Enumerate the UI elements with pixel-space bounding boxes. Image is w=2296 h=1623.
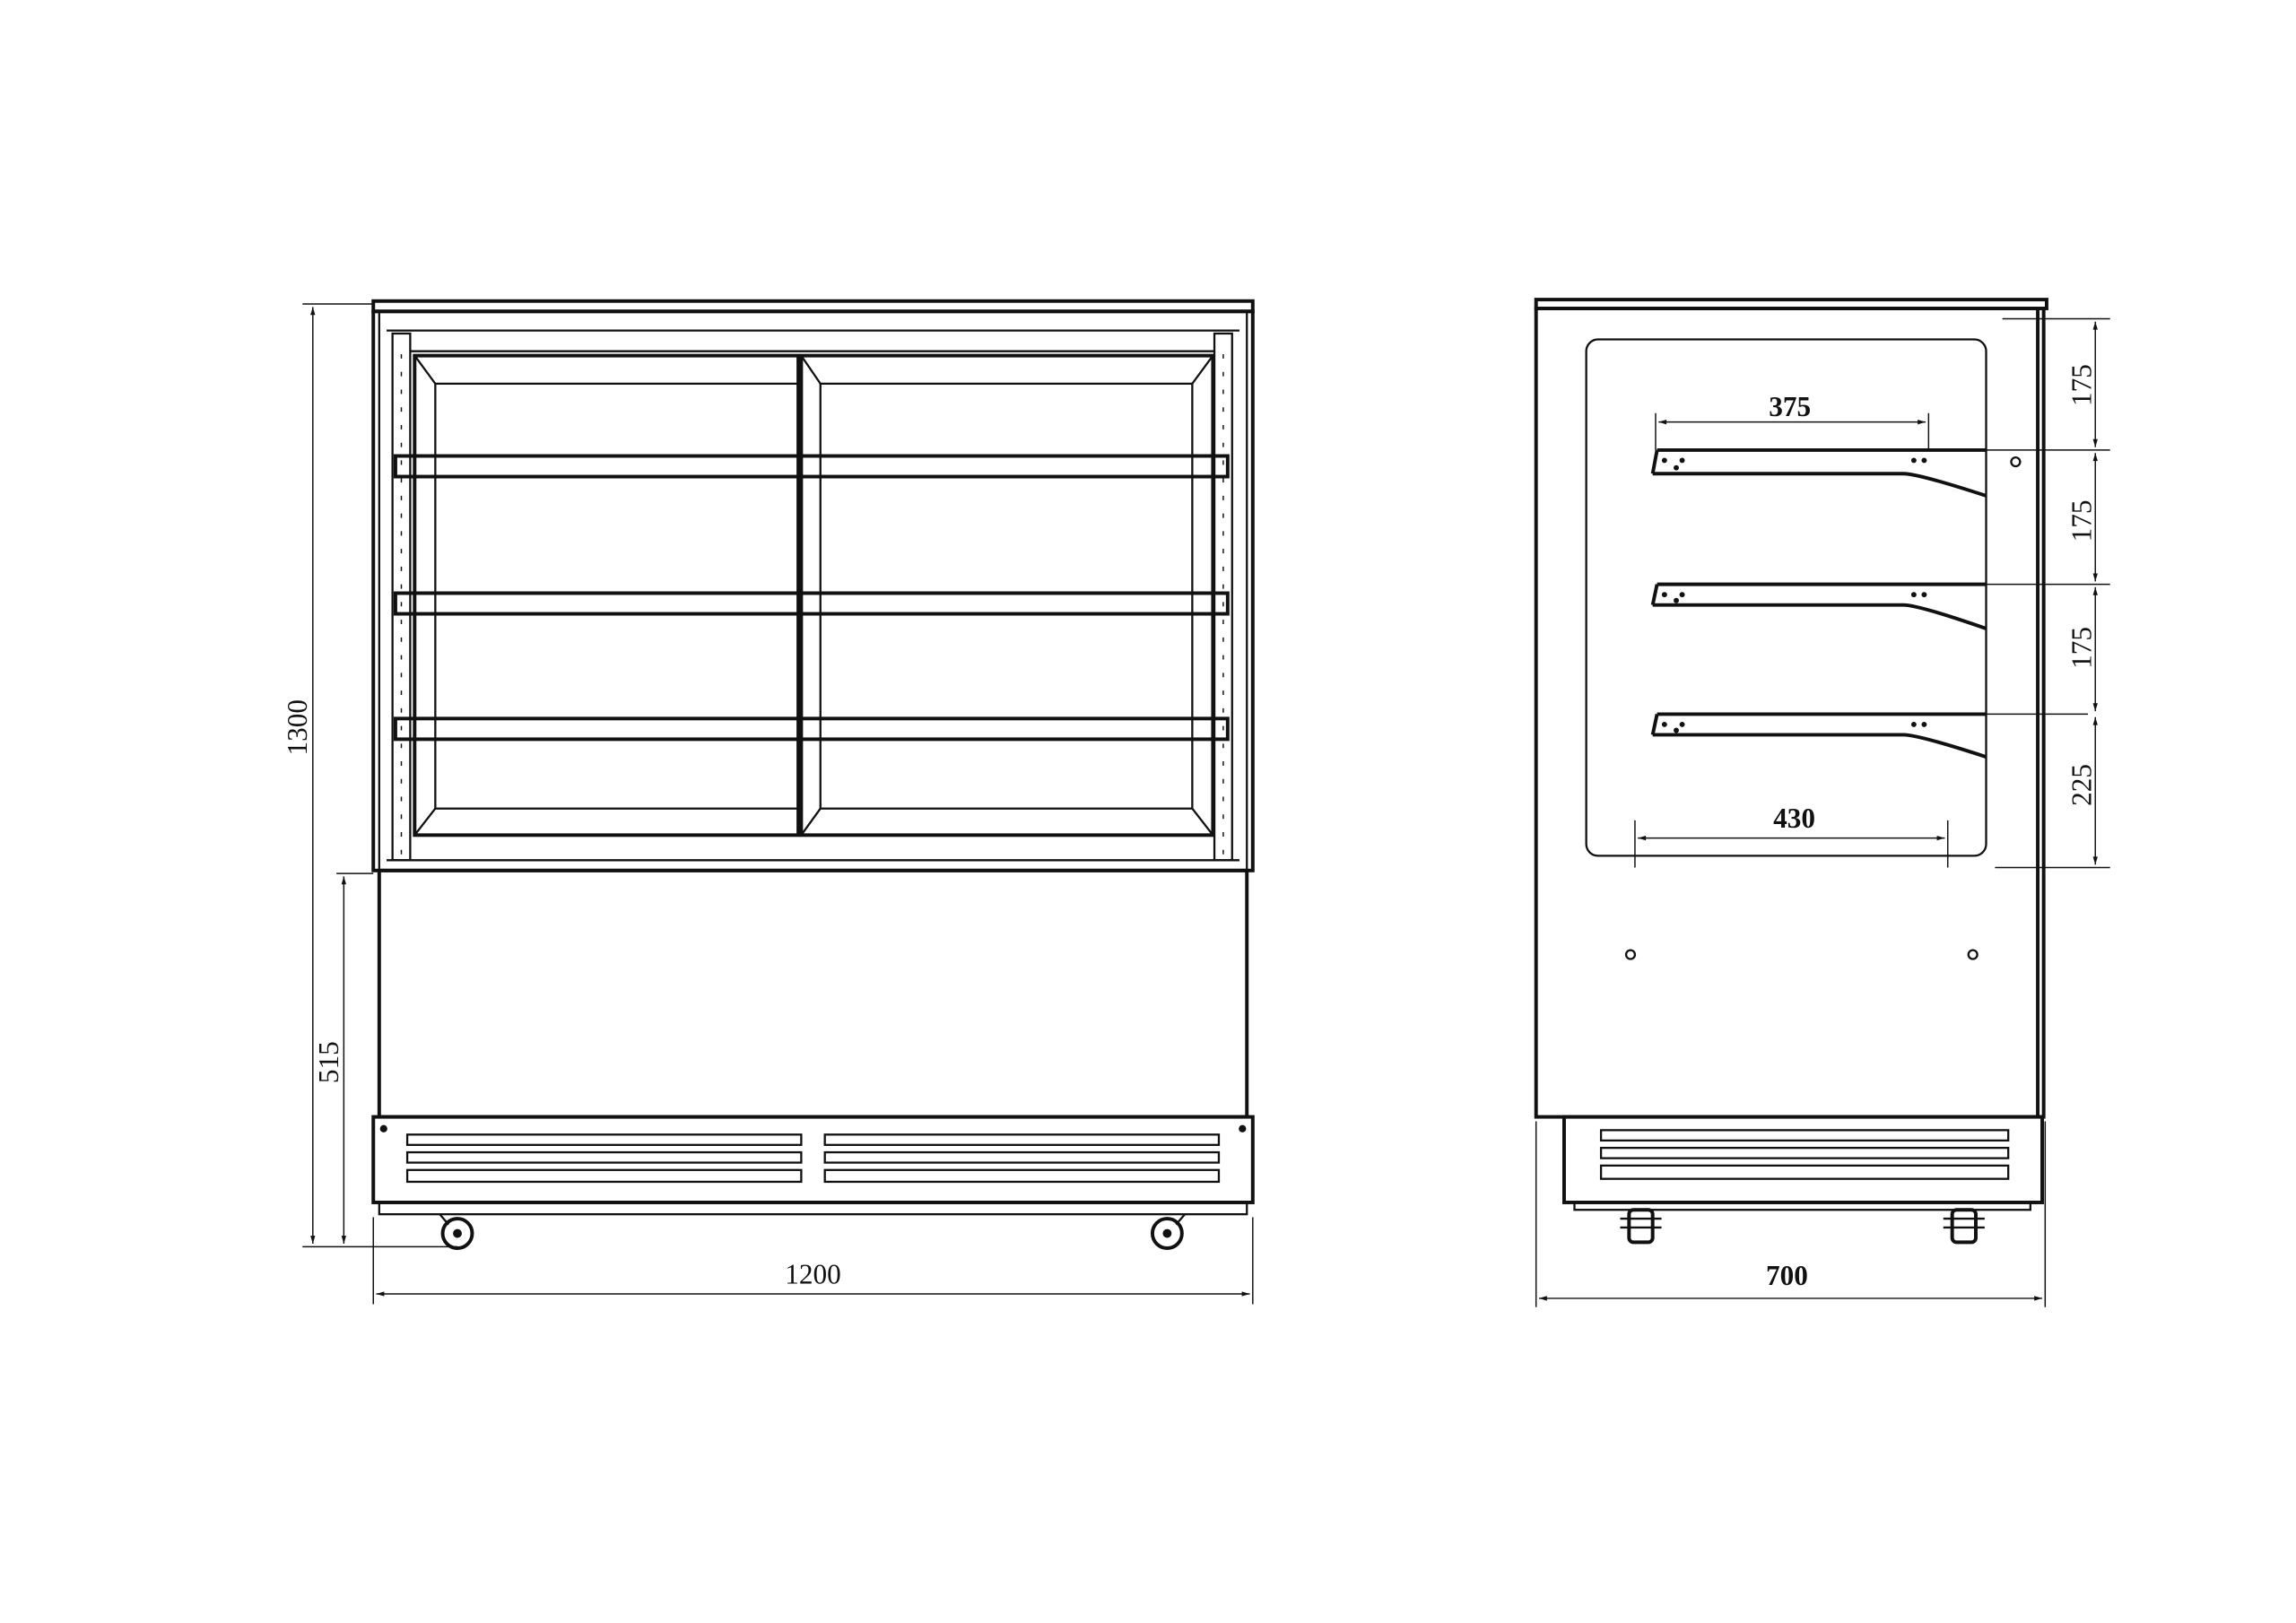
shelf-3 bbox=[393, 716, 1230, 742]
caster-icon bbox=[1150, 1213, 1187, 1250]
dim-label-175: 175 bbox=[2066, 499, 2097, 542]
shelf-2 bbox=[393, 591, 1230, 616]
dimension-375: 375 bbox=[1655, 391, 1930, 450]
shelf-bracket bbox=[1650, 447, 1987, 498]
front-louvers bbox=[405, 1133, 1221, 1184]
dim-label-1200: 1200 bbox=[785, 1258, 841, 1289]
side-glass-window bbox=[1585, 338, 1987, 857]
bolt-hole-icon bbox=[2010, 456, 2022, 468]
side-base-rail bbox=[1573, 1201, 2032, 1211]
display-cabinet bbox=[371, 309, 1255, 872]
shelf-bracket bbox=[1650, 582, 1987, 630]
dimension-width: 1200 bbox=[372, 1217, 1254, 1305]
shelf-bracket bbox=[1650, 712, 1987, 759]
dim-label-375: 375 bbox=[1769, 391, 1811, 422]
bolt-hole-icon bbox=[1624, 949, 1637, 960]
left-shelf-rail bbox=[391, 332, 412, 862]
lower-panel bbox=[377, 868, 1249, 1119]
dimension-shelf-spacing: 175 175 175 225 bbox=[1986, 317, 2110, 869]
front-view: 1300 515 1200 bbox=[282, 299, 1255, 1305]
caster-icon bbox=[1943, 1208, 1985, 1245]
side-louvers bbox=[1599, 1129, 2010, 1180]
dim-label-175: 175 bbox=[2066, 627, 2097, 669]
dim-label-515: 515 bbox=[313, 1041, 344, 1083]
caster-icon bbox=[439, 1213, 474, 1250]
dim-label-430: 430 bbox=[1773, 803, 1815, 834]
dim-label-700: 700 bbox=[1766, 1260, 1808, 1291]
grille-section bbox=[371, 1115, 1255, 1204]
dimension-430: 430 bbox=[1634, 803, 1949, 868]
left-glass-door bbox=[413, 353, 801, 838]
side-view: 375 430 175 175 175 225 700 bbox=[1534, 298, 2110, 1307]
right-glass-door bbox=[799, 353, 1215, 838]
bolt-hole-icon bbox=[1967, 949, 1979, 960]
caster-icon bbox=[1620, 1208, 1662, 1245]
dim-label-175: 175 bbox=[2066, 364, 2097, 406]
dimension-depth: 700 bbox=[1535, 1121, 2047, 1307]
shelf-1 bbox=[393, 454, 1230, 479]
dimension-base-height: 515 bbox=[313, 872, 374, 1245]
dim-label-1300: 1300 bbox=[282, 699, 313, 756]
dim-label-225: 225 bbox=[2066, 764, 2097, 806]
dimension-height: 1300 bbox=[282, 303, 458, 1248]
base-rail bbox=[378, 1201, 1248, 1216]
